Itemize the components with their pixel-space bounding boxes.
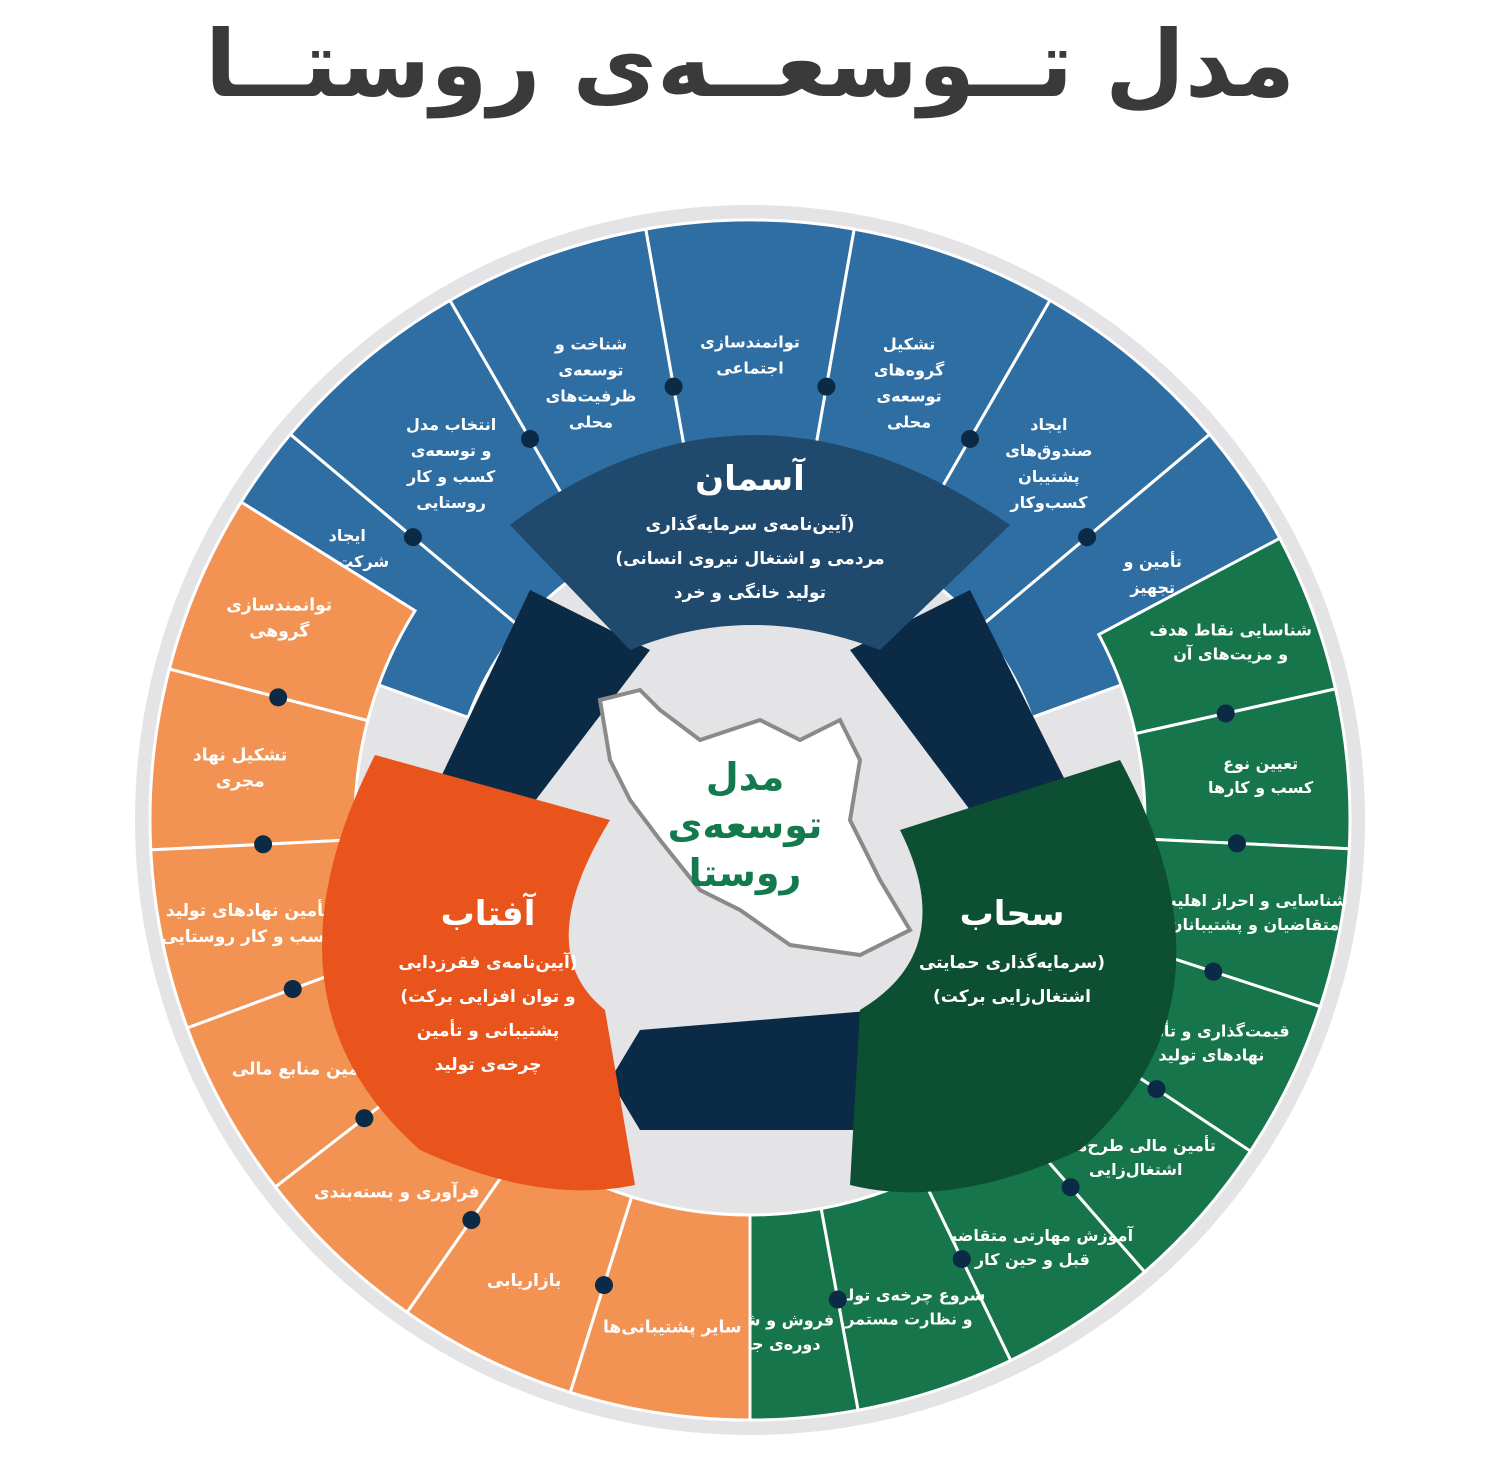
aftab-step-arrow-icon-3	[283, 980, 302, 999]
asman-step-6-label-line-1: ایجاد	[1030, 415, 1067, 434]
aftab-step-1-label-line-2: گروهی	[249, 620, 309, 641]
aftab-step-3-label-line-2: کسب و کار روستایی	[161, 927, 335, 947]
sahab-step-4-label-line-2: نهادهای تولید	[1158, 1045, 1264, 1064]
asman-step-2-label-line-1: انتخاب مدل	[406, 415, 496, 434]
asman-step-4-label-line-2: اجتماعی	[716, 358, 783, 377]
asman-step-5-label-line-1: تشکیل	[883, 334, 935, 353]
sahab-step-arrow-icon-1	[1216, 704, 1235, 723]
iran-map-icon	[597, 687, 913, 958]
aftab-step-7-label-line-1: سایر پشتیبانی‌ها	[603, 1318, 742, 1338]
aftab-steps-group: توانمندسازی گروهی تشکیل نهاد مجری تأمین نهاد…	[148, 499, 752, 1422]
hub-aftab-description: (آیین‌نامه‌ی فقرزدایی و توان افزایی برکت)…	[398, 951, 577, 1075]
hub-asman-description-line-3: تولید خانگی و خرد	[674, 582, 826, 603]
aftab-step-arrow-icon-2	[254, 835, 273, 854]
sahab-step-6-label-line-1: آموزش مهارتی متقاضیان	[932, 1225, 1134, 1245]
hub-asman-shape	[510, 435, 1010, 650]
hub-asman-title: آسمان	[695, 457, 806, 499]
sahab-step-5-label-line-2: اشتغال‌زایی	[1089, 1160, 1183, 1179]
sahab-step-arrow-icon-6	[952, 1250, 971, 1269]
asman-step-2-label-line-3: کسب و کار	[406, 467, 496, 486]
aftab-step-2-label-line-2: مجری	[216, 772, 265, 792]
asman-step-3-label-line-4: محلی	[569, 412, 613, 431]
aftab-step-3-label-line-1: تأمین نهادهای تولید	[166, 899, 330, 921]
hub-asman-description-line-1: (آیین‌نامه‌ی سرمایه‌گذاری	[645, 513, 854, 535]
sahab-step-4-label-line-1: قیمت‌گذاری و تأمین	[1133, 1020, 1290, 1040]
sahab-step-7-label-line-2: و نظارت مستمر	[844, 1310, 972, 1329]
hub-asman-description-line-2: مردمی و اشتغال نیروی انسانی)	[615, 549, 884, 569]
aftab-step-arrow-icon-6	[594, 1276, 613, 1295]
asman-step-7-label-line-2: تجهیز	[1129, 578, 1175, 597]
arrow-asman-to-sahab	[850, 590, 1070, 850]
sahab-step-2-label-line-2: کسب و کارها	[1208, 778, 1314, 797]
asman-step-3-label-line-1: شناخت و	[554, 334, 627, 353]
asman-step-6-label-line-4: کسب‌وکار	[1009, 493, 1088, 512]
asman-step-arrow-icon-2	[521, 429, 539, 448]
aftab-step-4-label-line-1: تأمین منابع مالی	[232, 1057, 372, 1079]
sahab-step-3-label-line-1: شناسایی و احراز اهلیت	[1160, 891, 1347, 910]
hub-sahab-description-line-1: (سرمایه‌گذاری حمایتی	[919, 952, 1105, 973]
asman-step-3-label-line-2: توسعه‌ی	[558, 360, 623, 379]
sahab-step-arrow-icon-2	[1227, 834, 1246, 853]
hub-asman-description: (آیین‌نامه‌ی سرمایه‌گذاری مردمی و اشتغال …	[615, 513, 884, 603]
arrow-sahab-to-aftab	[610, 1010, 880, 1130]
asman-step-3-label-line-3: ظرفیت‌های	[546, 386, 637, 405]
hub-aftab-description-line-1: (آیین‌نامه‌ی فقرزدایی	[398, 951, 577, 973]
aftab-step-7	[568, 1194, 752, 1422]
asman-step-2-label-line-2: و توسعه‌ی	[411, 441, 492, 460]
sahab-step-6-label-line-2: قبل و حین کار	[974, 1250, 1090, 1269]
sahab-step-arrow-icon-7	[828, 1290, 847, 1309]
asman-step-arrow-icon-3	[664, 377, 683, 396]
asman-step-7-label-line-1: تأمین و	[1123, 551, 1182, 571]
sahab-step-arrow-icon-4	[1147, 1080, 1166, 1099]
sahab-step-arrow-icon-5	[1061, 1178, 1080, 1197]
aftab-step-5-label-line-1: فرآوری و بسته‌بندی	[314, 1180, 480, 1202]
hub-aftab-title: آفتاب	[441, 892, 537, 934]
asman-step-arrow-icon-5	[961, 429, 979, 448]
aftab-step-arrow-icon-5	[462, 1211, 481, 1230]
asman-step-arrow-icon-4	[817, 377, 836, 396]
asman-step-1-label-line-1: ایجاد	[329, 526, 366, 545]
asman-step-5-label-line-3: توسعه‌ی	[876, 386, 941, 405]
aftab-step-arrow-icon-4	[355, 1109, 374, 1128]
hub-sahab-shape	[850, 760, 1177, 1193]
asman-step-arrow-icon-1	[403, 528, 422, 547]
aftab-step-arrow-icon-1	[269, 688, 288, 707]
center-title-line-2: توسعه‌ی	[668, 803, 823, 847]
asman-step-6-label-line-3: پشتیبان	[1018, 467, 1080, 487]
sahab-step-1-label-line-1: شناسایی نقاط هدف	[1149, 620, 1311, 639]
sahab-step-5-label-line-1: تأمین مالی طرح‌های	[1055, 1135, 1215, 1155]
sahab-step-arrow-icon-3	[1204, 962, 1223, 981]
sahab-step-1-label-line-2: و مزیت‌های آن	[1173, 643, 1288, 663]
asman-step-5-label-line-2: گروه‌های	[874, 360, 945, 379]
hub-aftab-shape	[322, 755, 635, 1191]
asman-step-arrow-icon-6	[1078, 528, 1097, 547]
asman-step-6-label-line-2: صندوق‌های	[1005, 441, 1092, 460]
aftab-step-2-label-line-1: تشکیل نهاد	[193, 746, 287, 766]
aftab-step-1	[167, 499, 418, 723]
sahab-step-3-label-line-2: متقاضیان و پشتیبانان	[1169, 915, 1339, 935]
aftab-step-1-label-line-1: توانمندسازی	[226, 595, 332, 615]
hub-sahab-title: سحاب	[960, 894, 1065, 934]
center-title-line-3: روستا	[689, 851, 802, 896]
hub-aftab-description-line-2: و توان افزایی برکت)	[400, 987, 575, 1007]
hub-sahab-description-line-2: اشتغال‌زایی برکت)	[933, 987, 1091, 1007]
asman-step-2	[288, 298, 603, 630]
asman-step-5-label-line-4: محلی	[887, 412, 931, 431]
page-title: مدل تــوسعــه‌ی روستــا	[204, 11, 1296, 118]
asman-step-2-label-line-4: روستایی	[416, 493, 486, 512]
hub-aftab-description-line-4: چرخه‌ی تولید	[434, 1055, 541, 1075]
hub-aftab-description-line-3: پشتیبانی و تأمین	[417, 1019, 559, 1041]
aftab-step-6-label-line-1: بازاریابی	[487, 1271, 562, 1291]
hub-sahab-description: (سرمایه‌گذاری حمایتی اشتغال‌زایی برکت)	[919, 952, 1105, 1007]
sahab-step-2-label-line-1: تعیین نوع	[1223, 754, 1298, 773]
center-title-line-1: مدل	[706, 755, 784, 799]
asman-step-4-label-line-1: توانمندسازی	[700, 332, 800, 351]
sahab-step-7-label-line-1: شروع چرخه‌ی تولید	[832, 1286, 985, 1306]
